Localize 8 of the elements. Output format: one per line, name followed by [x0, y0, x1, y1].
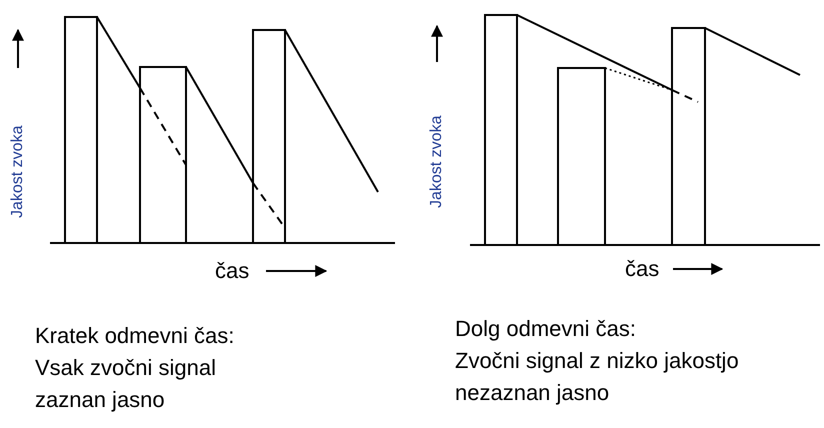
caption: Zvočni signal z nizko jakostjo nezaznan jasno	[455, 347, 740, 407]
axis-label: Jakost zvoka	[428, 116, 446, 208]
axis-label: Jakost zvoka	[9, 126, 27, 218]
caption: Dolg odmevni čas:	[455, 315, 637, 343]
axis-label: čas	[215, 258, 250, 284]
caption: Vsak zvočni signal zaznan jasno	[35, 354, 217, 414]
axis-label: čas	[625, 256, 660, 282]
caption: Kratek odmevni čas:	[35, 322, 236, 350]
